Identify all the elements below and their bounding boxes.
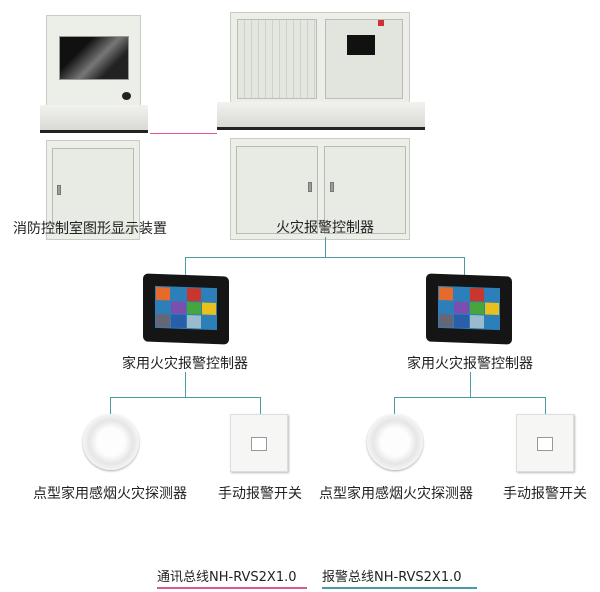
alarm-bus-line: [394, 397, 395, 414]
manual-switch-right-label: 手动报警开关: [503, 486, 587, 502]
comm-bus-line: [150, 133, 217, 134]
home-controller-left-label: 家用火灾报警控制器: [122, 356, 248, 372]
manual-switch-left-label: 手动报警开关: [218, 486, 302, 502]
manual-switch-left-image: [230, 414, 288, 472]
alarm-bus-line: [260, 397, 261, 414]
fire-alarm-controller-image: [217, 10, 425, 240]
display-screen: [59, 36, 129, 80]
alarm-bus-line: [185, 257, 465, 258]
graphic-display-label: 消防控制室图形显示装置: [13, 221, 167, 237]
mouse-icon: [122, 92, 131, 100]
alarm-bus-line: [185, 372, 186, 397]
home-controller-left-image: [143, 273, 229, 345]
alarm-bus-line: [545, 397, 546, 414]
alarm-bus-line: [464, 257, 465, 275]
home-controller-right-image: [426, 273, 512, 345]
alarm-bus-line: [325, 237, 326, 257]
alarm-bus-line: [110, 397, 111, 414]
smoke-detector-right-image: [367, 414, 423, 470]
smoke-detector-right-label: 点型家用感烟火灾探测器: [319, 486, 473, 502]
alarm-bus-line: [394, 397, 546, 398]
legend-alarm-bus: 报警总线NH-RVS2X1.0: [322, 566, 477, 589]
legend-comm-bus: 通讯总线NH-RVS2X1.0: [157, 566, 307, 589]
alarm-bus-line: [185, 257, 186, 275]
graphic-display-device-image: [40, 10, 152, 240]
smoke-detector-left-label: 点型家用感烟火灾探测器: [33, 486, 187, 502]
fire-controller-label: 火灾报警控制器: [276, 220, 374, 236]
alarm-bus-line: [470, 372, 471, 397]
manual-switch-right-image: [516, 414, 574, 472]
smoke-detector-left-image: [83, 414, 139, 470]
alarm-bus-line: [110, 397, 261, 398]
home-controller-right-label: 家用火灾报警控制器: [407, 356, 533, 372]
